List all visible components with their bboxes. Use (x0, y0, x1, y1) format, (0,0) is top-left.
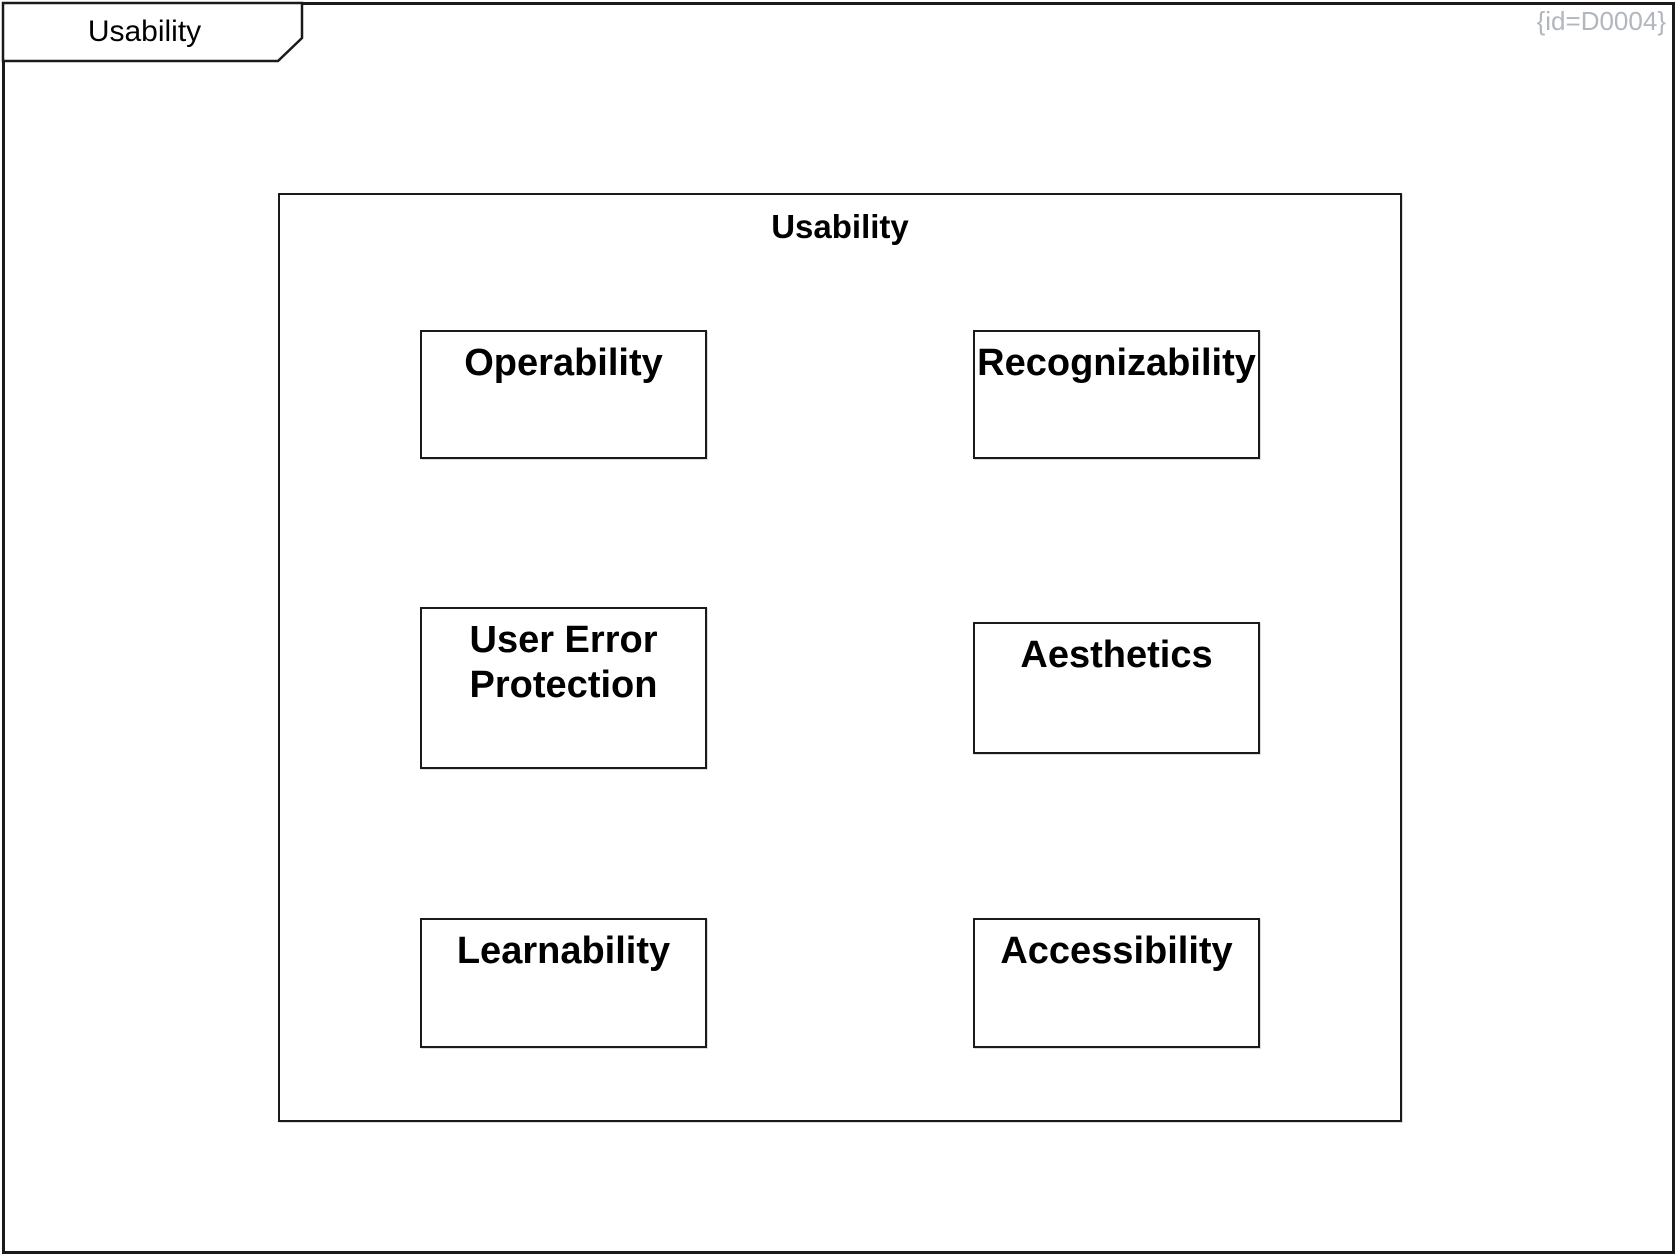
frame-tab-title[interactable]: Usability (87, 15, 202, 48)
diagram-id-annotation: {id=D0004} (1536, 6, 1666, 36)
box-accessibility[interactable]: Accessibility (973, 918, 1260, 1048)
frame-tab-shape (1, 1, 304, 63)
box-user-error-protection-label: User Error Protection (469, 619, 658, 706)
box-operability[interactable]: Operability (420, 330, 707, 459)
box-recognizability-label: Recognizability (977, 342, 1256, 384)
box-recognizability[interactable]: Recognizability (973, 330, 1260, 459)
box-learnability[interactable]: Learnability (420, 918, 707, 1048)
box-aesthetics-label: Aesthetics (1020, 634, 1213, 676)
box-accessibility-label: Accessibility (1000, 930, 1233, 972)
box-user-error-protection[interactable]: User Error Protection (420, 607, 707, 769)
box-operability-label: Operability (464, 342, 663, 384)
box-aesthetics[interactable]: Aesthetics (973, 622, 1260, 754)
box-learnability-label: Learnability (456, 930, 671, 972)
usability-container-title: Usability (771, 208, 909, 245)
